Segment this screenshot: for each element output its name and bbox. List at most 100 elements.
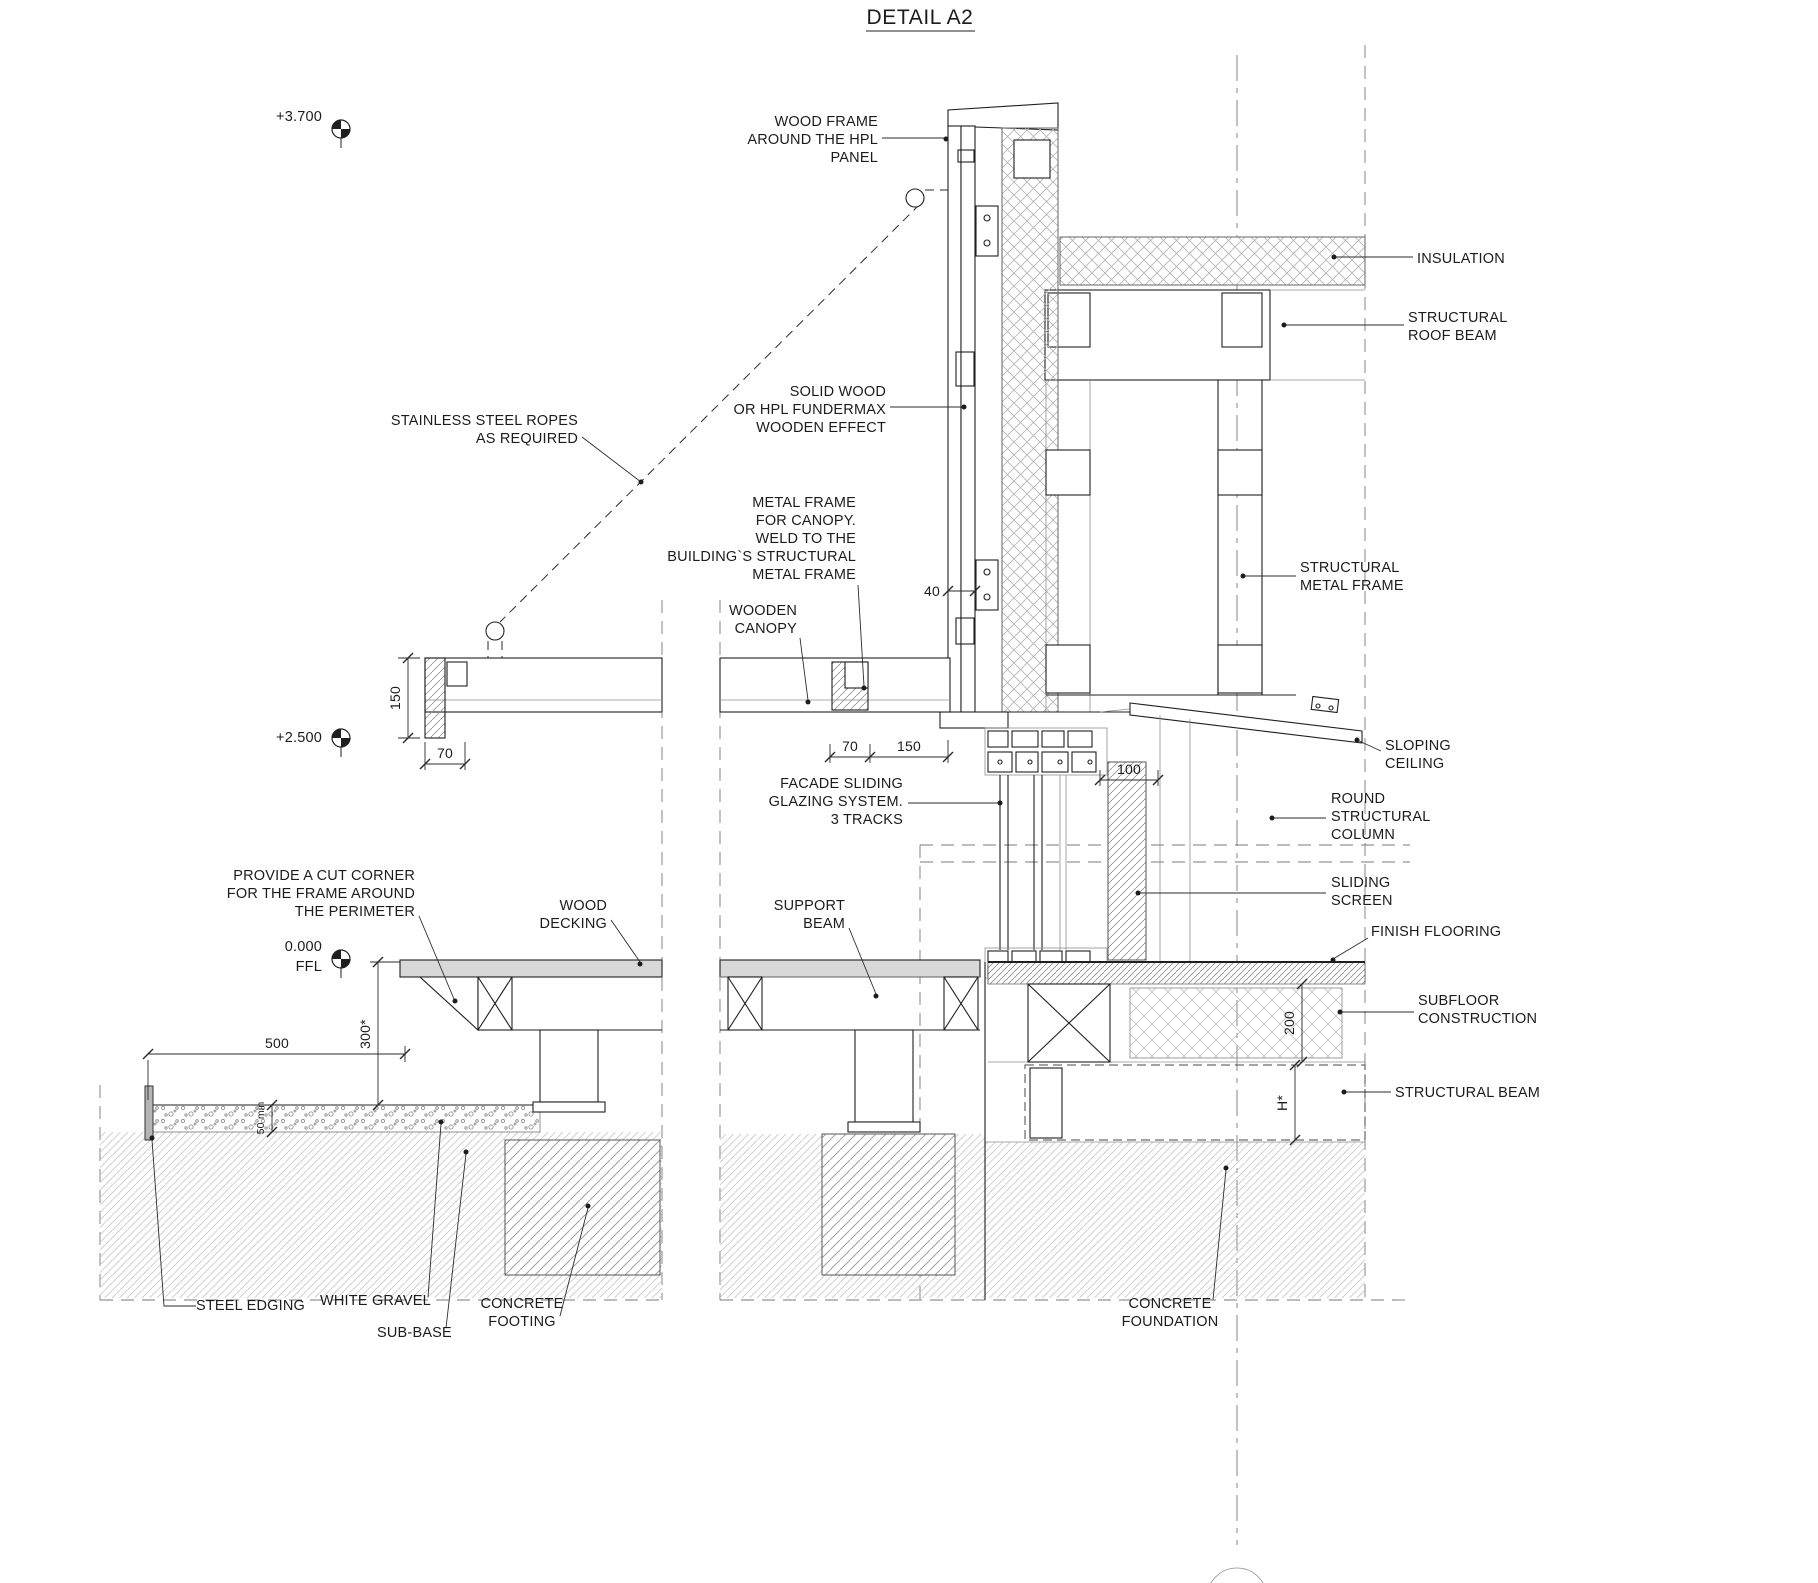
- level-canopy: +2.500: [276, 730, 322, 746]
- label-metal-frame: STRUCTURAL: [1300, 560, 1399, 576]
- label-insulation: INSULATION: [1417, 251, 1505, 267]
- sliding-screen: [1107, 761, 1147, 961]
- label-canopy-frame-3: WELD TO THE: [756, 531, 857, 547]
- dim-panel-gap: 40: [924, 583, 940, 599]
- dim-canopy-height: 150: [387, 686, 403, 710]
- label-cut-corner: PROVIDE A CUT CORNER: [233, 868, 415, 884]
- label-canopy-frame-5: METAL FRAME: [752, 567, 856, 583]
- datum-2500: [331, 728, 351, 758]
- label-subfloor: SUBFLOOR: [1418, 993, 1499, 1009]
- deck-joists: [477, 976, 979, 1031]
- label-round-column-2: STRUCTURAL: [1331, 809, 1430, 825]
- steel-edging-profile: [144, 1085, 154, 1141]
- label-cut-corner-3: THE PERIMETER: [295, 904, 415, 920]
- wooden-canopy: [424, 657, 951, 739]
- dim-beam-h: H*: [1274, 1095, 1290, 1111]
- glazing-mullions: [999, 775, 1067, 950]
- label-sub-base: SUB-BASE: [377, 1325, 452, 1341]
- label-wood-frame: WOOD FRAME: [775, 114, 879, 130]
- structural-beam-zone: [1024, 1064, 1366, 1141]
- label-canopy-frame-2: FOR CANOPY.: [756, 513, 856, 529]
- roof-insulation: [1059, 236, 1366, 286]
- label-round-column: ROUND: [1331, 791, 1385, 807]
- label-round-column-3: COLUMN: [1331, 827, 1395, 843]
- label-steel-edging: STEEL EDGING: [196, 1298, 305, 1314]
- facade-wall: [939, 102, 1059, 729]
- dim-head-70: 70: [842, 738, 858, 754]
- dim-deck-height: 300*: [357, 1019, 373, 1049]
- concrete-footing-mid: [821, 1133, 956, 1276]
- dim-canopy-edge: 70: [437, 745, 453, 761]
- canopy-fascia: [424, 657, 446, 739]
- label-ropes: STAINLESS STEEL ROPES: [391, 413, 578, 429]
- hpl-panel-frame: [960, 125, 976, 721]
- sub-base-ground: [100, 1132, 1365, 1298]
- label-footing-2: FOOTING: [488, 1314, 555, 1330]
- wall-insulation: [1001, 127, 1059, 713]
- concrete-foundation: [985, 1142, 1365, 1298]
- level-ffl-value: 0.000: [285, 939, 322, 955]
- leader-lines: [149, 136, 1414, 1329]
- label-sloping-ceiling-2: CEILING: [1385, 756, 1444, 772]
- panel-fixings: [955, 149, 999, 645]
- label-canopy-frame: METAL FRAME: [752, 495, 856, 511]
- annotation-labels: WOOD FRAME AROUND THE HPL PANEL INSULATI…: [196, 114, 1540, 1341]
- label-sliding-screen-2: SCREEN: [1331, 893, 1393, 909]
- label-solid-wood-3: WOODEN EFFECT: [756, 420, 886, 436]
- sloping-ceiling: [1099, 695, 1363, 962]
- hpl-panel-outer: [947, 125, 962, 721]
- finish-flooring-layer: [987, 961, 1366, 985]
- interior-floor: [984, 961, 1366, 1300]
- label-wood-frame-3: PANEL: [831, 150, 878, 166]
- label-roof-beam: STRUCTURAL: [1408, 310, 1507, 326]
- label-structural-beam: STRUCTURAL BEAM: [1395, 1085, 1540, 1101]
- wood-deck: [399, 959, 981, 1133]
- level-ffl-label: FFL: [296, 959, 322, 975]
- label-roof-beam-2: ROOF BEAM: [1408, 328, 1497, 344]
- support-posts: [532, 1029, 921, 1133]
- label-glazing: FACADE SLIDING: [780, 776, 903, 792]
- dim-column-100: 100: [1117, 761, 1141, 777]
- label-wood-decking: WOOD: [559, 898, 607, 914]
- label-footing: CONCRETE: [481, 1296, 564, 1312]
- structural-roof-beam: [1044, 289, 1365, 381]
- decking-plank-mid: [719, 959, 981, 978]
- label-subfloor-2: CONSTRUCTION: [1418, 1011, 1537, 1027]
- label-foundation: CONCRETE: [1129, 1296, 1212, 1312]
- datum-3700: [331, 119, 351, 149]
- stainless-steel-rope: [485, 188, 948, 658]
- level-markers: +3.700 +2.500 0.000 FFL: [276, 109, 351, 979]
- label-sloping-ceiling: SLOPING: [1385, 738, 1451, 754]
- subfloor-layer: [1129, 987, 1343, 1059]
- label-glazing-2: GLAZING SYSTEM.: [769, 794, 903, 810]
- label-metal-frame-2: METAL FRAME: [1300, 578, 1404, 594]
- label-sliding-screen: SLIDING: [1331, 875, 1390, 891]
- glazing-head-track: [984, 727, 1108, 776]
- dim-subfloor-200: 200: [1281, 1011, 1297, 1035]
- label-wooden-canopy: WOODEN: [729, 603, 797, 619]
- dimensions: 150 70 40 70 150 100 500 300* 50: [142, 583, 1308, 1146]
- datum-ffl: [331, 949, 351, 979]
- label-finish-flooring: FINISH FLOORING: [1371, 924, 1501, 940]
- label-white-gravel: WHITE GRAVEL: [320, 1293, 431, 1309]
- dim-head-150: 150: [897, 738, 921, 754]
- concrete-footing-left: [504, 1139, 661, 1276]
- label-foundation-2: FOUNDATION: [1122, 1314, 1219, 1330]
- cut-corner-frame: [418, 976, 479, 1032]
- dim-gravel-depth: 50 min: [255, 1102, 267, 1135]
- dim-gravel-width: 500: [265, 1035, 289, 1051]
- label-support-beam-2: BEAM: [803, 916, 845, 932]
- label-wood-decking-2: DECKING: [540, 916, 607, 932]
- structural-metal-frame: [1002, 380, 1296, 713]
- label-wooden-canopy-2: CANOPY: [735, 621, 798, 637]
- label-solid-wood: SOLID WOOD: [790, 384, 886, 400]
- label-canopy-frame-4: BUILDING`S STRUCTURAL: [667, 549, 856, 565]
- decking-plank-left: [399, 959, 663, 978]
- label-glazing-3: 3 TRACKS: [831, 812, 903, 828]
- page-title: DETAIL A2: [867, 6, 974, 29]
- label-ropes-2: AS REQUIRED: [476, 431, 578, 447]
- white-gravel-strip: [147, 1104, 541, 1133]
- label-support-beam: SUPPORT: [774, 898, 845, 914]
